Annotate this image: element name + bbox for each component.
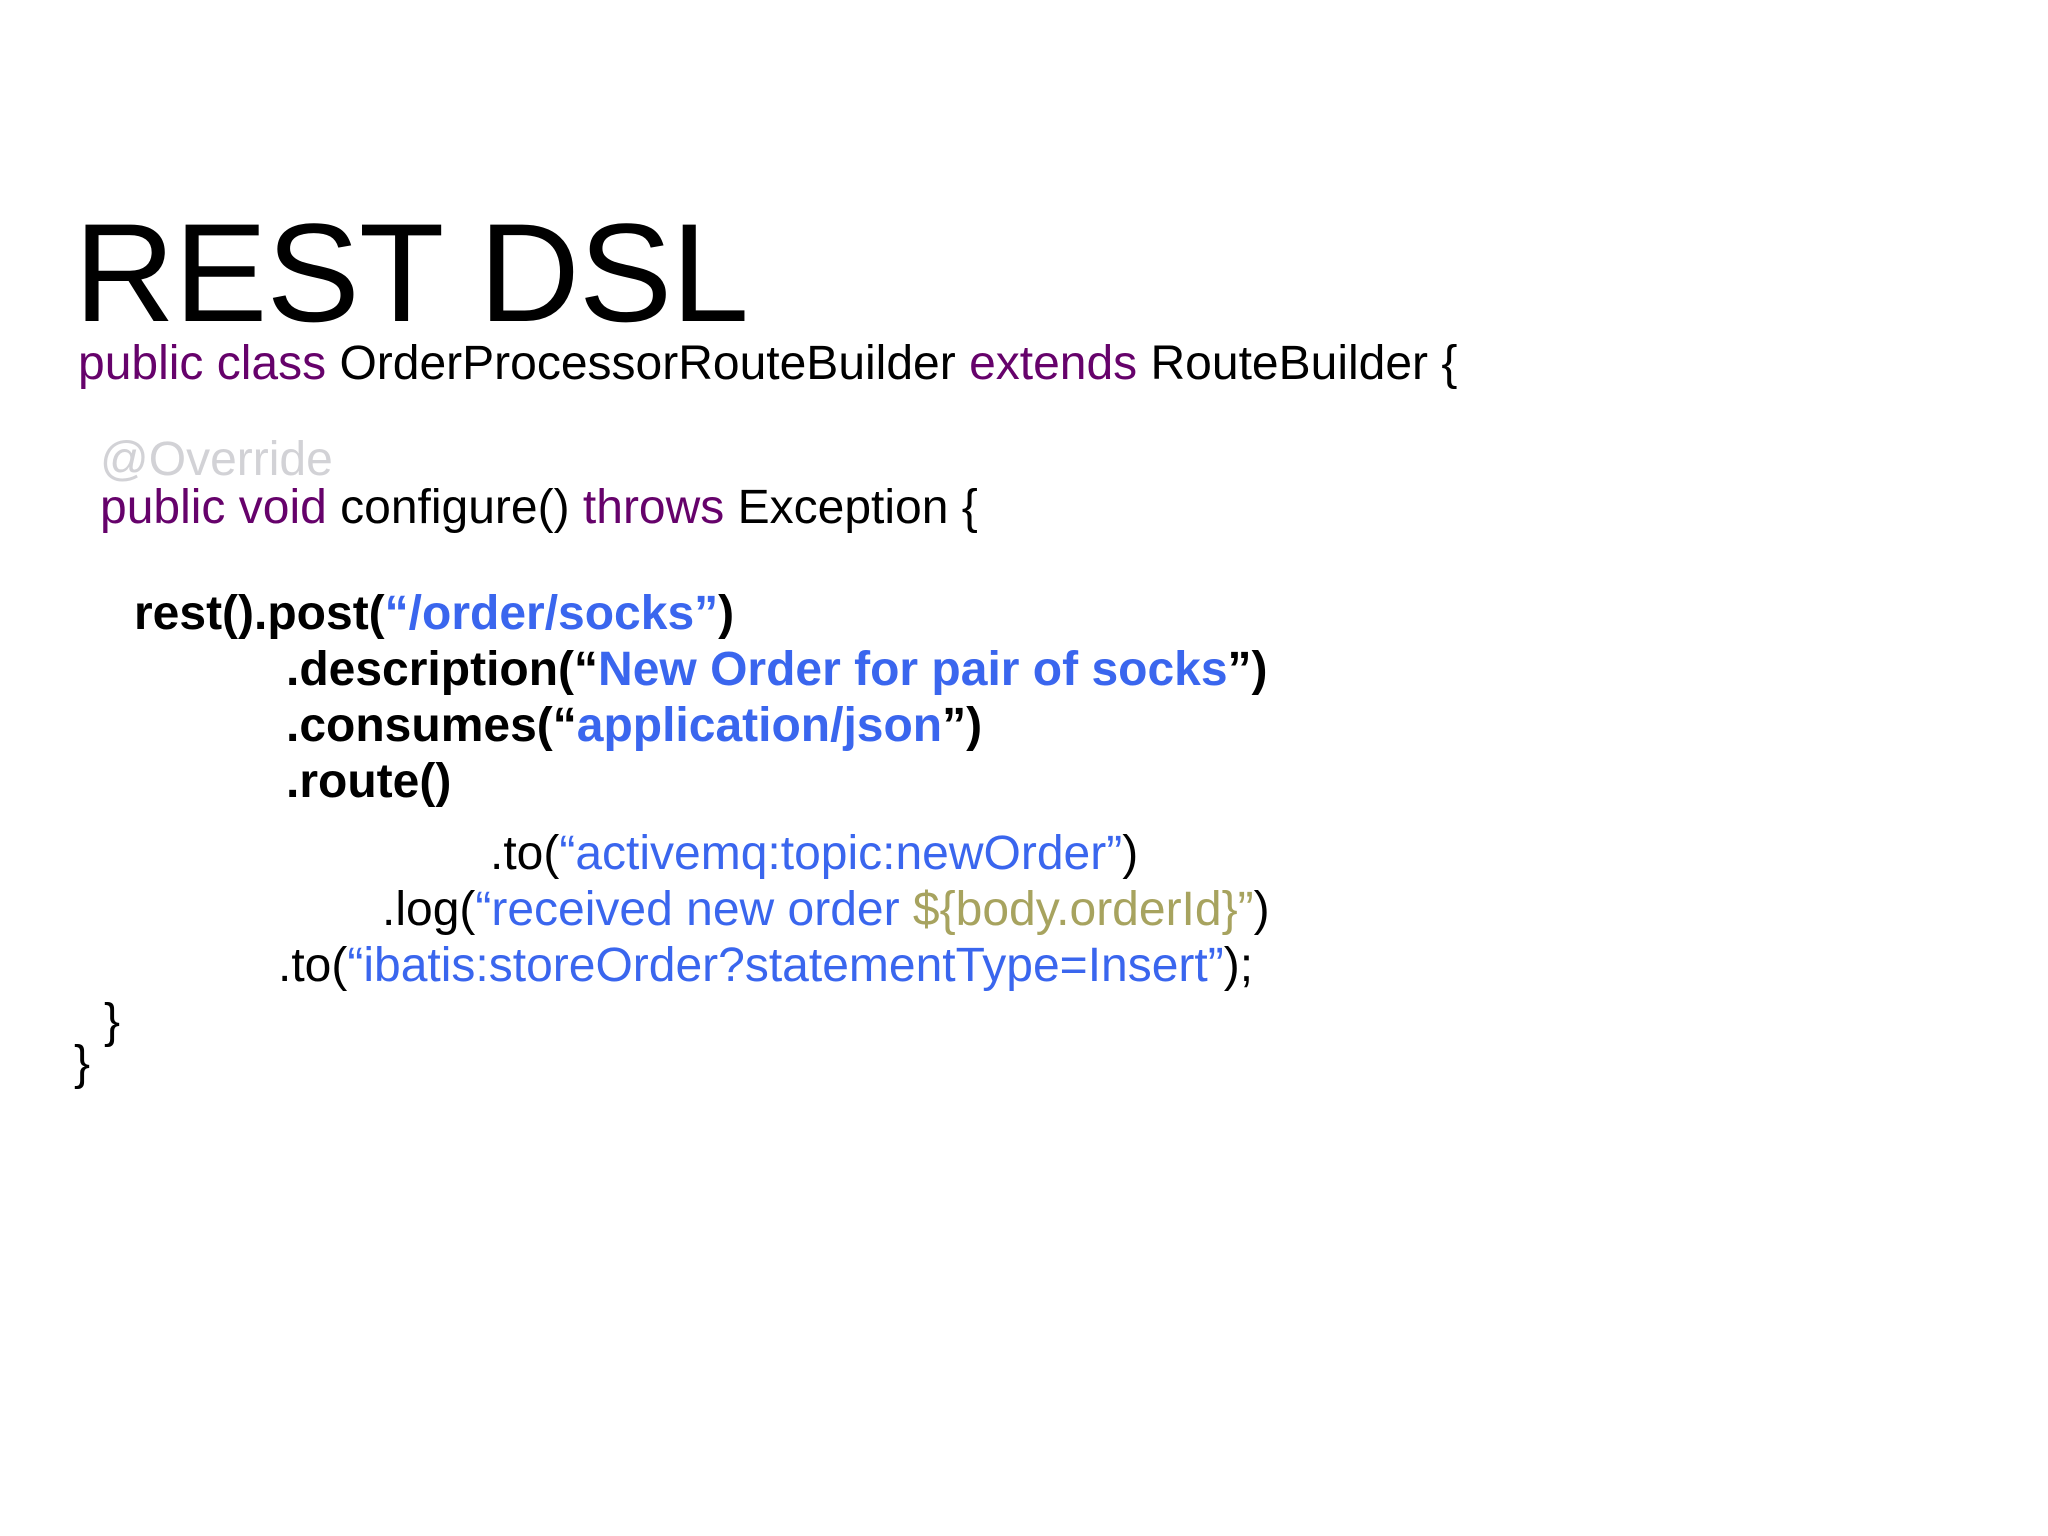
line-close-method: } xyxy=(0,998,120,1054)
line-log: .log(“received new order ${body.orderId}… xyxy=(0,886,1270,942)
line-class-decl-token-3: RouteBuilder { xyxy=(1150,337,1458,390)
line-log-token-3: ) xyxy=(1253,883,1270,936)
page-title: REST DSL xyxy=(74,193,749,351)
line-to-ibatis-token-2: ); xyxy=(1223,939,1254,992)
line-rest-post-token-0: rest().post( xyxy=(134,587,385,640)
line-log-token-0: .log( xyxy=(382,883,476,936)
line-class-decl-token-2: extends xyxy=(969,337,1151,390)
line-consumes-token-0: .consumes(“ xyxy=(286,699,577,752)
line-override-token-0: @Override xyxy=(100,433,333,486)
line-configure-token-2: throws xyxy=(582,481,738,534)
line-close-class: } xyxy=(0,1040,90,1096)
line-description-token-1: New Order for pair of socks xyxy=(598,643,1228,696)
line-to-activemq-token-0: .to( xyxy=(490,827,560,880)
line-description-token-0: .description(“ xyxy=(286,643,599,696)
line-rest-post: rest().post(“/order/socks”) xyxy=(0,590,734,646)
line-rest-post-token-1: “/order/socks” xyxy=(384,587,719,640)
line-close-class-token-0: } xyxy=(74,1037,91,1090)
line-route: .route() xyxy=(0,758,451,814)
line-rest-post-token-2: ) xyxy=(718,587,735,640)
line-to-ibatis-token-0: .to( xyxy=(278,939,348,992)
line-description-token-2: ”) xyxy=(1227,643,1268,696)
line-to-activemq-token-2: ) xyxy=(1122,827,1139,880)
line-class-decl-token-0: public class xyxy=(78,337,340,390)
line-class-decl: public class OrderProcessorRouteBuilder … xyxy=(0,340,1457,396)
line-consumes: .consumes(“application/json”) xyxy=(0,702,982,758)
line-configure-token-1: configure() xyxy=(340,481,583,534)
line-override: @Override xyxy=(0,436,333,492)
line-class-decl-token-1: OrderProcessorRouteBuilder xyxy=(339,337,970,390)
line-to-activemq: .to(“activemq:topic:newOrder”) xyxy=(0,830,1138,886)
line-configure: public void configure() throws Exception… xyxy=(0,484,978,540)
line-close-method-token-0: } xyxy=(104,995,121,1048)
line-configure-token-3: Exception { xyxy=(737,481,978,534)
line-to-ibatis-token-1: “ibatis:storeOrder?statementType=Insert” xyxy=(347,939,1224,992)
line-to-ibatis: .to(“ibatis:storeOrder?statementType=Ins… xyxy=(0,942,1253,998)
line-log-token-2: ${body.orderId}” xyxy=(912,883,1254,936)
line-description: .description(“New Order for pair of sock… xyxy=(0,646,1268,702)
line-route-token-0: .route() xyxy=(286,755,452,808)
line-to-activemq-token-1: “activemq:topic:newOrder” xyxy=(559,827,1123,880)
line-consumes-token-1: application/json xyxy=(576,699,943,752)
line-log-token-1: “received new order xyxy=(475,883,913,936)
line-consumes-token-2: ”) xyxy=(942,699,983,752)
line-configure-token-0: public void xyxy=(100,481,341,534)
